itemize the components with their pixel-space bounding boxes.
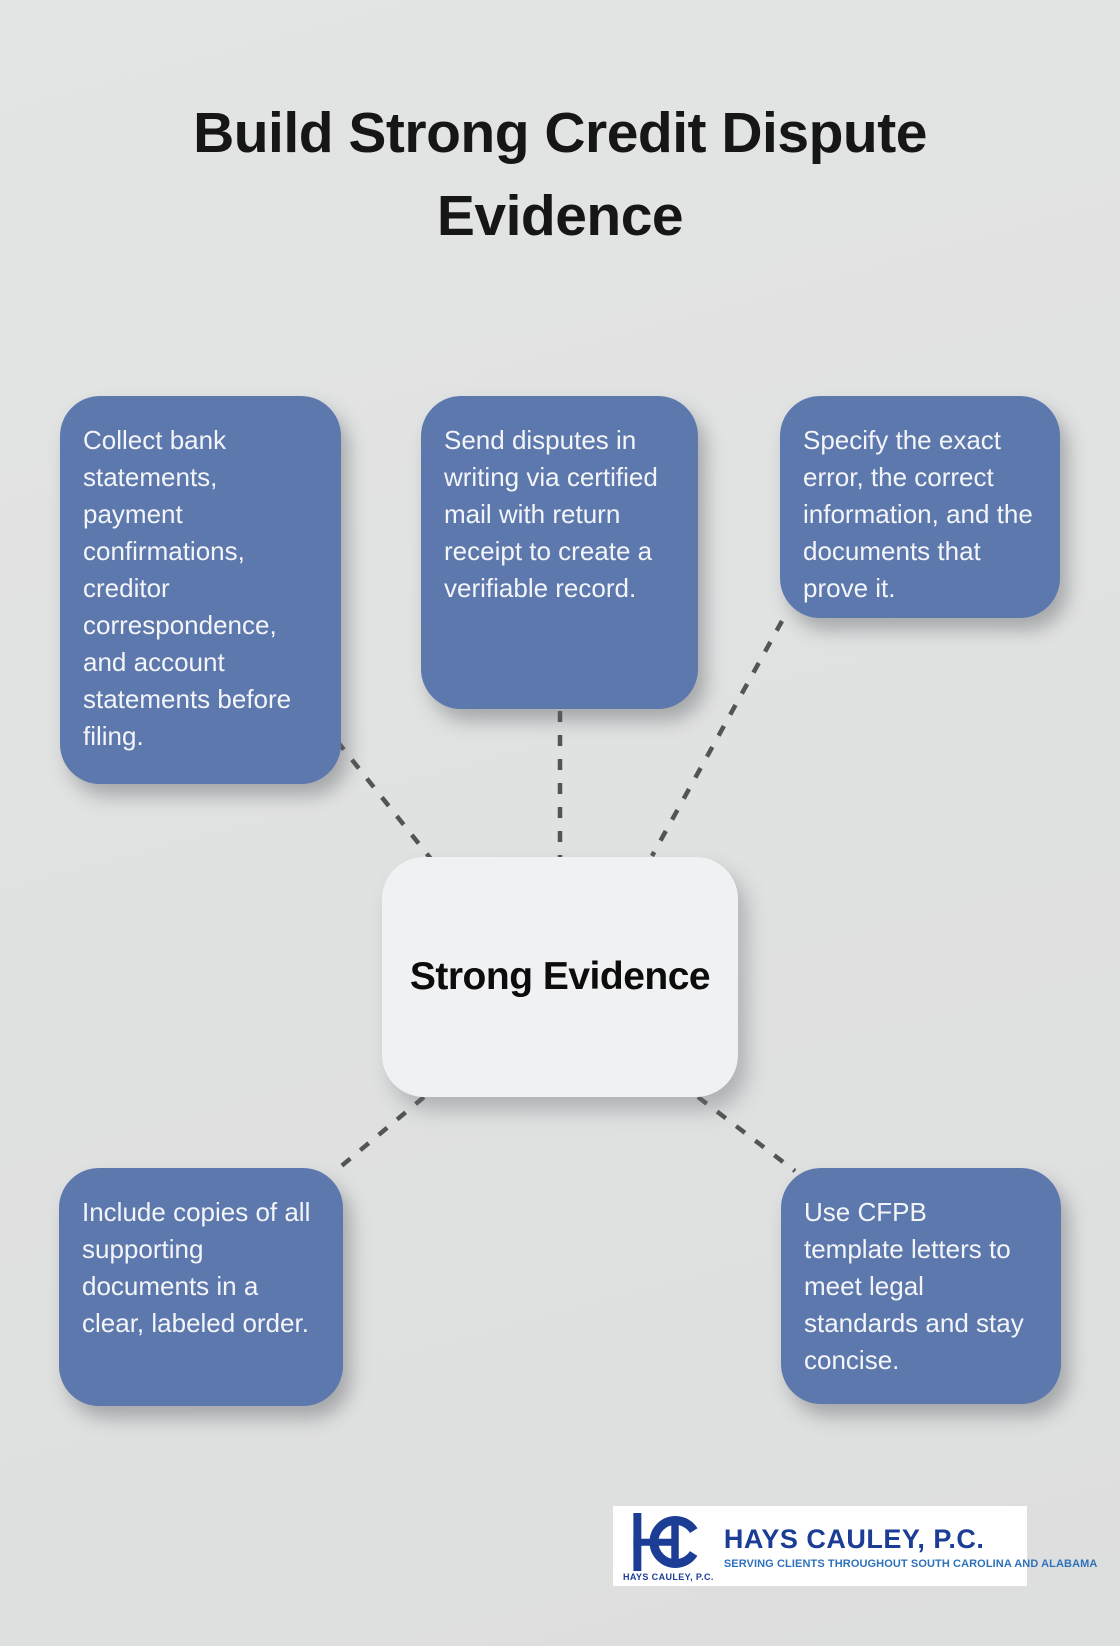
note-send-text: Send disputes in writing via certified m…	[444, 425, 658, 603]
connector-cfpb	[696, 1095, 797, 1173]
logo-monogram-column: HAYS CAULEY, P.C.	[623, 1511, 714, 1582]
logo-caption: HAYS CAULEY, P.C.	[623, 1572, 714, 1582]
note-include-text: Include copies of all supporting documen…	[82, 1197, 311, 1338]
central-topic-label: Strong Evidence	[409, 955, 711, 998]
connector-collect	[335, 739, 433, 861]
logo-text-column: HAYS CAULEY, P.C. SERVING CLIENTS THROUG…	[714, 1511, 1098, 1582]
note-specify-error: Specify the exact error, the correct inf…	[780, 396, 1060, 618]
note-cfpb-text: Use CFPB template letters to meet legal …	[804, 1197, 1024, 1375]
logo-tagline: SERVING CLIENTS THROUGHOUT SOUTH CAROLIN…	[723, 1557, 1098, 1570]
note-collect-evidence: Collect bank statements, payment confirm…	[60, 396, 341, 784]
note-collect-text: Collect bank statements, payment confirm…	[83, 425, 292, 751]
note-cfpb-templates: Use CFPB template letters to meet legal …	[781, 1168, 1061, 1404]
connector-include	[337, 1095, 426, 1170]
note-specify-text: Specify the exact error, the correct inf…	[803, 425, 1033, 603]
hc-monogram-icon	[633, 1513, 702, 1571]
hays-cauley-logo: HAYS CAULEY, P.C. HAYS CAULEY, P.C. SERV…	[613, 1506, 1097, 1586]
central-topic-box: Strong Evidence	[382, 857, 738, 1097]
note-include-copies: Include copies of all supporting documen…	[59, 1168, 343, 1406]
note-send-certified-mail: Send disputes in writing via certified m…	[421, 396, 698, 709]
page-title: Build Strong Credit Dispute Evidence	[193, 101, 927, 248]
logo-firm-name: HAYS CAULEY, P.C.	[723, 1523, 985, 1554]
